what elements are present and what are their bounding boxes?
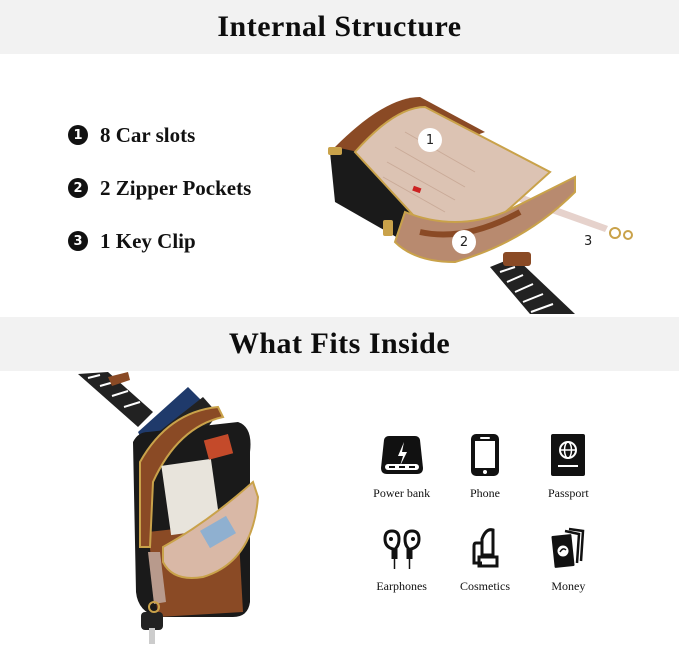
feature-list: 1 8 Car slots 2 2 Zipper Pockets 3 1 Key… — [68, 122, 251, 281]
feature-item: 3 1 Key Clip — [68, 228, 251, 254]
callout-2: 2 — [452, 230, 476, 254]
section-header-fits: What Fits Inside — [0, 317, 679, 371]
feature-label: 8 Car slots — [100, 122, 196, 147]
item-label: Power bank — [373, 486, 431, 500]
fits-item-phone: Phone — [443, 432, 526, 501]
fits-item-earphones: Earphones — [360, 525, 443, 594]
money-icon — [551, 527, 585, 568]
fits-grid: Power bank Phone Passport — [360, 432, 610, 594]
number-badge: 2 — [68, 178, 88, 198]
callout-1: 1 — [418, 128, 442, 152]
fits-item-power-bank: Power bank — [360, 432, 443, 501]
item-label: Cosmetics — [459, 579, 510, 593]
section-header-internal: Internal Structure — [0, 0, 679, 54]
bag-filled-illustration — [78, 372, 260, 644]
earphones-icon — [383, 529, 421, 569]
phone-icon — [470, 434, 499, 476]
power-bank-icon — [380, 436, 423, 474]
item-label: Passport — [547, 486, 589, 500]
item-label: Money — [551, 579, 586, 593]
fits-item-money: Money — [527, 525, 610, 594]
bag-open-illustration — [328, 97, 633, 314]
item-label: Phone — [469, 486, 500, 500]
feature-item: 1 8 Car slots — [68, 122, 251, 148]
passport-icon — [551, 434, 586, 476]
number-badge: 3 — [68, 231, 88, 251]
section-title: What Fits Inside — [228, 327, 451, 360]
feature-label: 2 Zipper Pockets — [100, 175, 252, 200]
fits-item-cosmetics: Cosmetics — [443, 525, 526, 594]
fits-item-passport: Passport — [527, 432, 610, 501]
cosmetics-icon — [472, 528, 499, 568]
item-label: Earphones — [376, 579, 427, 593]
feature-item: 2 2 Zipper Pockets — [68, 175, 251, 201]
feature-label: 1 Key Clip — [100, 228, 196, 253]
number-badge: 1 — [68, 125, 88, 145]
callout-3: 3 — [584, 234, 593, 249]
section-title: Internal Structure — [217, 10, 462, 43]
